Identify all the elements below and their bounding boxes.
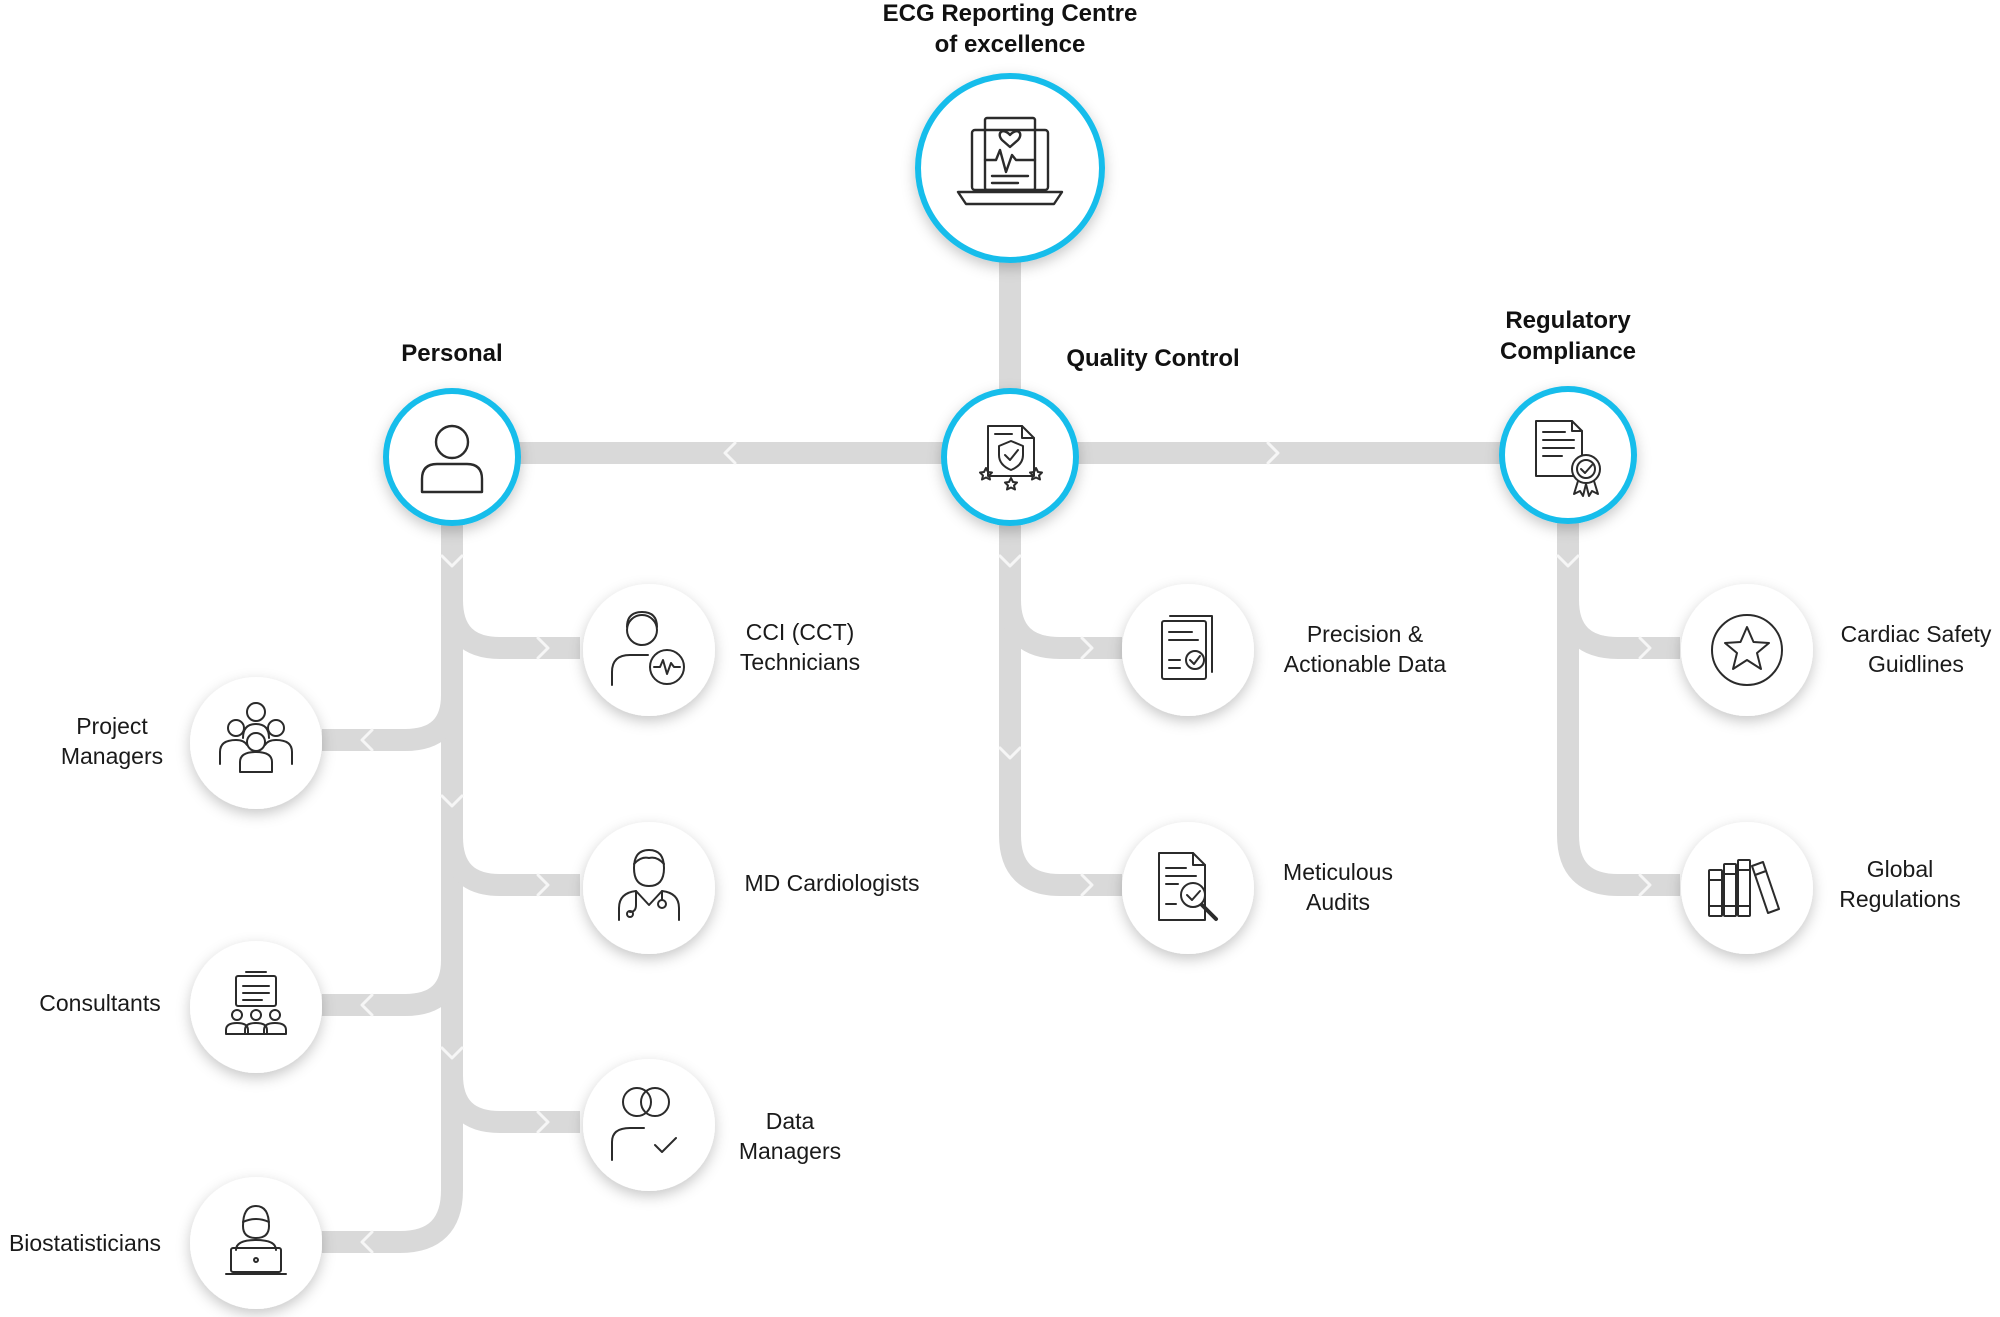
doctor-stethoscope-icon <box>618 849 680 921</box>
presentation-board-icon <box>225 971 287 1035</box>
label-meticulous-audits: Meticulous Audits <box>1283 859 1393 915</box>
technician-ecg-icon <box>611 611 685 686</box>
chevron-left-icon <box>360 728 374 752</box>
connector-personal-trunk <box>322 520 463 1253</box>
connector-data-managers <box>441 1074 580 1133</box>
connector-project-managers <box>322 694 463 751</box>
laptop-user-icon <box>225 1205 287 1275</box>
label-cardiac-safety: Cardiac Safety Guidlines <box>1840 621 1992 677</box>
connectors <box>322 258 1680 1253</box>
node-global-regulations <box>1681 822 1813 954</box>
pillar-regulatory-label: Regulatory Compliance <box>1499 307 1637 366</box>
label-precision-data: Precision & Actionable Data <box>1283 621 1447 677</box>
connector-chevrons <box>360 441 1652 1254</box>
chevron-right-icon <box>536 873 550 897</box>
user-check-icon <box>611 1087 677 1161</box>
chevron-left-icon <box>723 441 737 465</box>
document-check-icon <box>1161 615 1213 680</box>
chevron-right-icon <box>536 1110 550 1134</box>
connector-md <box>441 836 580 896</box>
pillar-quality-label: Quality Control <box>1066 345 1240 372</box>
chevron-down-icon <box>998 554 1022 568</box>
books-icon <box>1708 859 1780 917</box>
chevron-left-icon <box>360 1230 374 1254</box>
chevron-down-icon <box>440 794 464 808</box>
connector-quality-trunk <box>999 520 1122 896</box>
label-biostatisticians: Biostatisticians <box>8 1230 162 1256</box>
main-title-line-2: of excellence <box>934 31 1086 59</box>
node-cardiac-safety <box>1681 584 1813 716</box>
node-personal <box>383 388 521 526</box>
chevron-right-icon <box>536 636 550 660</box>
chevron-right-icon <box>1080 636 1094 660</box>
node-precision-data <box>1122 584 1254 716</box>
connector-precision <box>999 599 1122 659</box>
node-data-managers <box>583 1059 715 1191</box>
chevron-right-icon <box>1080 873 1094 897</box>
pillar-personal-label: Personal <box>401 340 503 367</box>
chevron-right-icon <box>1638 873 1652 897</box>
chevron-down-icon <box>440 554 464 568</box>
label-md-cardiologists: MD Cardiologists <box>744 870 920 896</box>
label-cci-technicians: CCI (CCT) Technicians <box>739 619 861 675</box>
label-data-managers: Data Managers <box>738 1108 842 1164</box>
ecg-laptop-icon <box>956 116 1064 206</box>
certificate-badge-icon <box>1535 420 1601 497</box>
node-meticulous-audits <box>1122 822 1254 954</box>
team-group-icon <box>219 702 293 773</box>
node-regulatory-compliance <box>1499 386 1637 524</box>
node-quality-control <box>941 388 1079 526</box>
document-magnifier-icon <box>1158 852 1218 921</box>
connector-cardiac <box>1557 599 1680 659</box>
node-consultants <box>190 941 322 1073</box>
connector-regulatory-trunk <box>1557 520 1680 896</box>
node-cci-technicians <box>583 584 715 716</box>
chevron-down-icon <box>440 1046 464 1060</box>
label-consultants: Consultants <box>39 990 161 1016</box>
label-project-managers: Project Managers <box>60 713 164 769</box>
label-global-regulations: Global Regulations <box>1839 856 1961 912</box>
connector-cci <box>441 599 580 659</box>
main-title: ECG Reporting Centre of excellence <box>840 0 1180 60</box>
certified-document-icon <box>979 425 1043 491</box>
node-md-cardiologists <box>583 822 715 954</box>
node-project-managers <box>190 677 322 809</box>
chevron-right-icon <box>1638 636 1652 660</box>
connector-consultants <box>322 959 463 1016</box>
node-biostatisticians <box>190 1177 322 1309</box>
chevron-left-icon <box>360 993 374 1017</box>
star-circle-icon <box>1711 614 1783 686</box>
main-title-line-1: ECG Reporting Centre <box>882 0 1138 27</box>
person-icon <box>420 424 484 494</box>
node-ecg-reporting-centre <box>915 73 1105 263</box>
chevron-down-icon <box>998 746 1022 760</box>
chevron-down-icon <box>1556 554 1580 568</box>
chevron-right-icon <box>1266 441 1280 465</box>
